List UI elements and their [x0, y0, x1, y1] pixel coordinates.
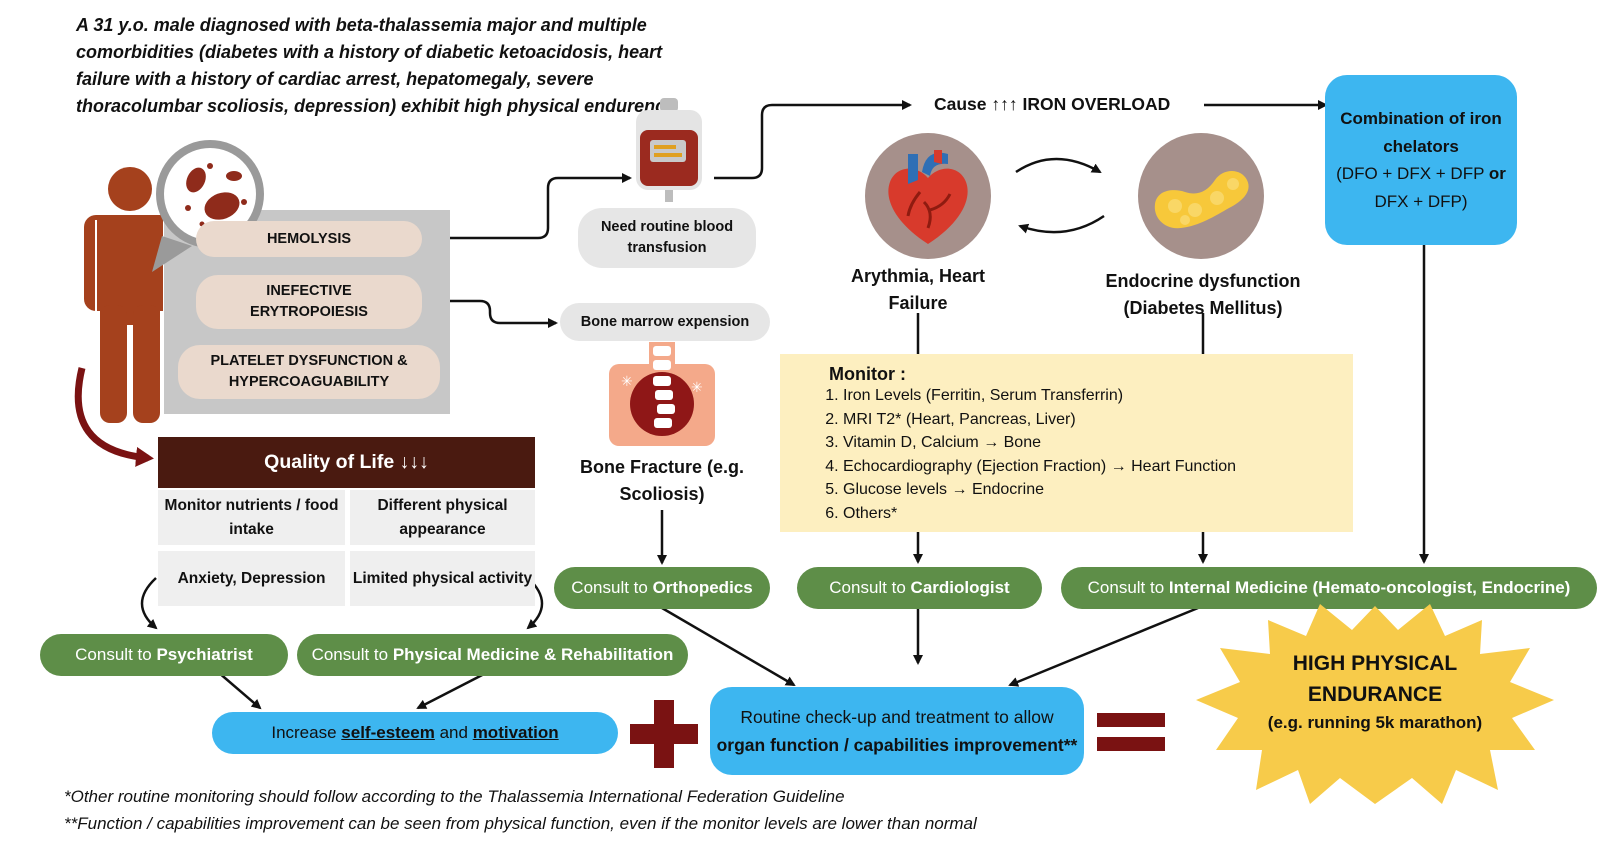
equals-icon	[1097, 713, 1165, 751]
chelators-detail-a: (DFO + DFX + DFP	[1336, 164, 1489, 183]
endocrine-label: Endocrine dysfunction (Diabetes Mellitus…	[1105, 271, 1301, 318]
routine-checkup-box: Routine check-up and treatment to allow …	[710, 687, 1084, 775]
qol-cell: Limited physical activity	[350, 551, 535, 606]
chelators-title: Combination of iron chelators	[1340, 109, 1502, 156]
qol-cell: Anxiety, Depression	[158, 551, 345, 606]
monitor-item: MRI T2* (Heart, Pancreas, Liver)	[843, 408, 1236, 432]
chelators-detail-b: DFX + DFP)	[1374, 191, 1468, 211]
routine-line-1: Routine check-up and treatment to allow	[740, 707, 1054, 727]
intro-text: A 31 y.o. male diagnosed with beta-thala…	[76, 15, 676, 116]
self-esteem-text: self-esteem	[341, 723, 435, 742]
consult-cardiologist: Consult to Cardiologist	[797, 567, 1042, 609]
high-endurance-text: HIGH PHYSICAL ENDURANCE (e.g. running 5k…	[1230, 648, 1520, 736]
consult-target: Psychiatrist	[156, 645, 253, 664]
svg-text:✳: ✳	[691, 380, 703, 396]
qol-cell: Different physical appearance	[350, 490, 535, 545]
monitor-item: Others*	[843, 502, 1236, 526]
endurance-line-1: HIGH PHYSICAL	[1292, 652, 1458, 675]
platelet-dysfunction-pill: PLATELET DYSFUNCTION & HYPERCOAGUABILITY	[178, 345, 440, 399]
footnote-1: *Other routine monitoring should follow …	[64, 787, 845, 806]
transfusion-pill: Need routine blood transfusion	[578, 208, 756, 268]
ineffective-erythropoiesis-pill: INEFECTIVE ERYTROPOIESIS	[196, 275, 422, 329]
consult-target: Physical Medicine & Rehabilitation	[392, 645, 674, 664]
esteem-and: and	[439, 723, 468, 742]
footnote-2: **Function / capabilities improvement ca…	[64, 814, 977, 833]
bone-marrow-pill: Bone marrow expension	[560, 303, 770, 341]
increase-esteem-pill: Increase self-esteem and motivation	[212, 712, 618, 754]
consult-target: Cardiologist	[910, 578, 1010, 597]
iron-overload-label: Cause ↑↑↑ IRON OVERLOAD	[934, 94, 1171, 114]
consult-physical-medicine: Consult to Physical Medicine & Rehabilit…	[297, 634, 688, 676]
heart-icon	[865, 133, 991, 259]
monitor-list: Iron Levels (Ferritin, Serum Transferrin…	[821, 384, 1236, 526]
heart-failure-label: Arythmia, Heart Failure	[850, 266, 986, 313]
hemolysis-pill: HEMOLYSIS	[196, 221, 422, 257]
plus-icon	[630, 700, 698, 768]
consult-prefix: Consult to	[311, 645, 389, 664]
endurance-line-2: ENDURANCE	[1307, 683, 1443, 706]
monitor-item: Iron Levels (Ferritin, Serum Transferrin…	[843, 384, 1236, 408]
pancreas-icon	[1138, 133, 1264, 259]
chelators-or: or	[1488, 164, 1506, 183]
starburst-icon	[1196, 604, 1554, 804]
chelators-detail: (DFO + DFX + DFP or DFX + DFP)	[1335, 160, 1507, 215]
monitor-box: Monitor : Iron Levels (Ferritin, Serum T…	[780, 354, 1353, 532]
quality-of-life-header: Quality of Life ↓↓↓	[158, 437, 535, 488]
bone-fracture-label: Bone Fracture (e.g. Scoliosis)	[579, 457, 745, 504]
consult-target: Internal Medicine (Hemato-oncologist, En…	[1168, 578, 1571, 597]
esteem-prefix: Increase	[271, 723, 337, 742]
monitor-item: Echocardiography (Ejection Fraction) → H…	[843, 455, 1236, 479]
consult-prefix: Consult to	[829, 578, 906, 597]
consult-internal-medicine: Consult to Internal Medicine (Hemato-onc…	[1061, 567, 1597, 609]
monitor-title: Monitor :	[829, 364, 906, 384]
endurance-line-3: (e.g. running 5k marathon)	[1267, 713, 1483, 732]
consult-orthopedics: Consult to Orthopedics	[554, 567, 770, 609]
iron-chelators-box: Combination of iron chelators (DFO + DFX…	[1325, 75, 1517, 245]
consult-psychiatrist: Consult to Psychiatrist	[40, 634, 288, 676]
qol-cell: Monitor nutrients / food intake	[158, 490, 345, 545]
consult-prefix: Consult to	[571, 578, 648, 597]
consult-target: Orthopedics	[652, 578, 753, 597]
spine-fracture-icon: ✳ ✳	[609, 342, 715, 446]
monitor-item: Glucose levels → Endocrine	[843, 478, 1236, 502]
motivation-text: motivation	[472, 723, 559, 742]
consult-prefix: Consult to	[1087, 578, 1165, 597]
monitor-item: Vitamin D, Calcium → Bone	[843, 431, 1236, 455]
blood-bag-icon	[636, 98, 702, 202]
svg-text:✳: ✳	[621, 374, 633, 390]
blood-cells-magnifier-icon	[152, 140, 264, 272]
consult-prefix: Consult to	[75, 645, 152, 664]
routine-line-2: organ function / capabilities improvemen…	[716, 735, 1078, 755]
